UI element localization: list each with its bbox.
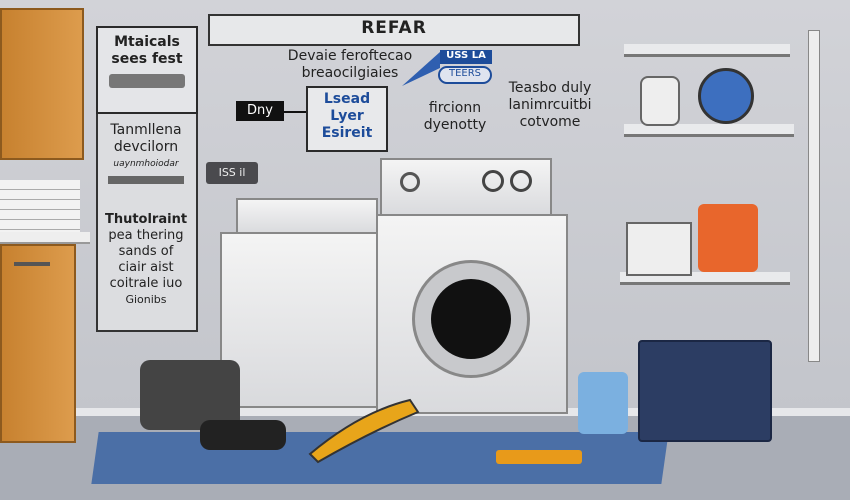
- mid-line-2: dyenotty: [423, 117, 487, 133]
- tool-illustration: [109, 74, 185, 88]
- washer-door[interactable]: [412, 260, 530, 378]
- wrench-illustration: [108, 176, 184, 184]
- right-line-3: cotvome: [519, 114, 581, 130]
- container: [640, 76, 680, 126]
- banner: REFAR: [208, 14, 580, 46]
- detergent-jug: [578, 372, 628, 434]
- materials-box: Mtaicals sees fest: [96, 26, 198, 114]
- washer[interactable]: [376, 214, 568, 414]
- dehumidifier: [638, 340, 772, 442]
- mid-caption: fircionn dyenotty: [410, 100, 500, 134]
- banner-title: REFAR: [361, 18, 427, 38]
- washer-control-panel[interactable]: [380, 158, 552, 218]
- pliers-icon: [200, 420, 286, 450]
- orange-bag: [698, 204, 758, 272]
- bottom-line-6: Gionibs: [125, 293, 167, 306]
- center-line-1: Devaie feroftecao: [287, 48, 413, 64]
- bottom-line-3: sands of: [118, 244, 174, 259]
- panel-middle-text: Tanmllena devcilorn uaynmhoiodar: [98, 122, 194, 187]
- bottom-line-2: pea thering: [108, 228, 184, 243]
- counter-top: [0, 232, 90, 244]
- bottom-line-5: coitrale iuo: [109, 276, 183, 291]
- panel-bottom-text: Thutolraint pea thering sands of ciair a…: [98, 212, 194, 308]
- connector-line: [284, 111, 306, 113]
- blue-line-1: Lsead: [323, 91, 371, 107]
- right-line-2: lanimrcuitbi: [508, 97, 592, 113]
- knob-icon[interactable]: [510, 170, 532, 192]
- bottom-line-4: ciair aist: [118, 260, 174, 275]
- blue-label-box: Lsead Lyer Esireit: [306, 86, 388, 152]
- storage-box: [626, 222, 692, 276]
- small-caption: uaynmhoiodar: [113, 159, 179, 169]
- materials-line-2: sees fest: [111, 51, 183, 67]
- cabinet-handle: [14, 262, 50, 266]
- shelf-top: [624, 44, 790, 57]
- blue-arrow: [402, 52, 440, 86]
- wrench-tool-icon: [308, 398, 420, 464]
- blue-line-3: Esireit: [321, 125, 373, 141]
- right-line-1: Teasbo duly: [508, 80, 592, 96]
- right-caption: Teasbo duly lanimrcuitbi cotvome: [500, 80, 600, 131]
- tool-bag: [140, 360, 240, 430]
- round-gauge: [698, 68, 754, 124]
- dryer[interactable]: [220, 232, 380, 408]
- upper-cabinet: [0, 8, 84, 160]
- materials-line-1: Mtaicals: [114, 34, 180, 50]
- dryer-tag: Dny: [236, 101, 284, 121]
- lower-cabinet: [0, 244, 76, 443]
- dryer-control-panel[interactable]: [236, 198, 378, 236]
- wall-sign: ISS il: [206, 162, 258, 184]
- badge-top: USS LA: [440, 50, 492, 64]
- knob-icon[interactable]: [400, 172, 420, 192]
- wall-pipe: [808, 30, 820, 362]
- shelf-middle: [624, 124, 794, 137]
- washer-drum: [431, 279, 511, 359]
- bottom-line-1: Thutolraint: [104, 212, 188, 227]
- center-caption: Devaie feroftecao breaocilgiaies: [280, 48, 420, 82]
- mid-line-1: fircionn: [428, 100, 482, 116]
- badge-pill: TEERS: [438, 66, 492, 84]
- towel-stack: [0, 180, 80, 235]
- middle-line-1: Tanmllena: [110, 122, 182, 138]
- center-line-2: breaocilgiaies: [301, 65, 399, 81]
- blue-line-2: Lyer: [330, 108, 364, 124]
- knob-icon[interactable]: [482, 170, 504, 192]
- middle-line-2: devcilorn: [113, 139, 179, 155]
- tool-handle: [496, 450, 582, 464]
